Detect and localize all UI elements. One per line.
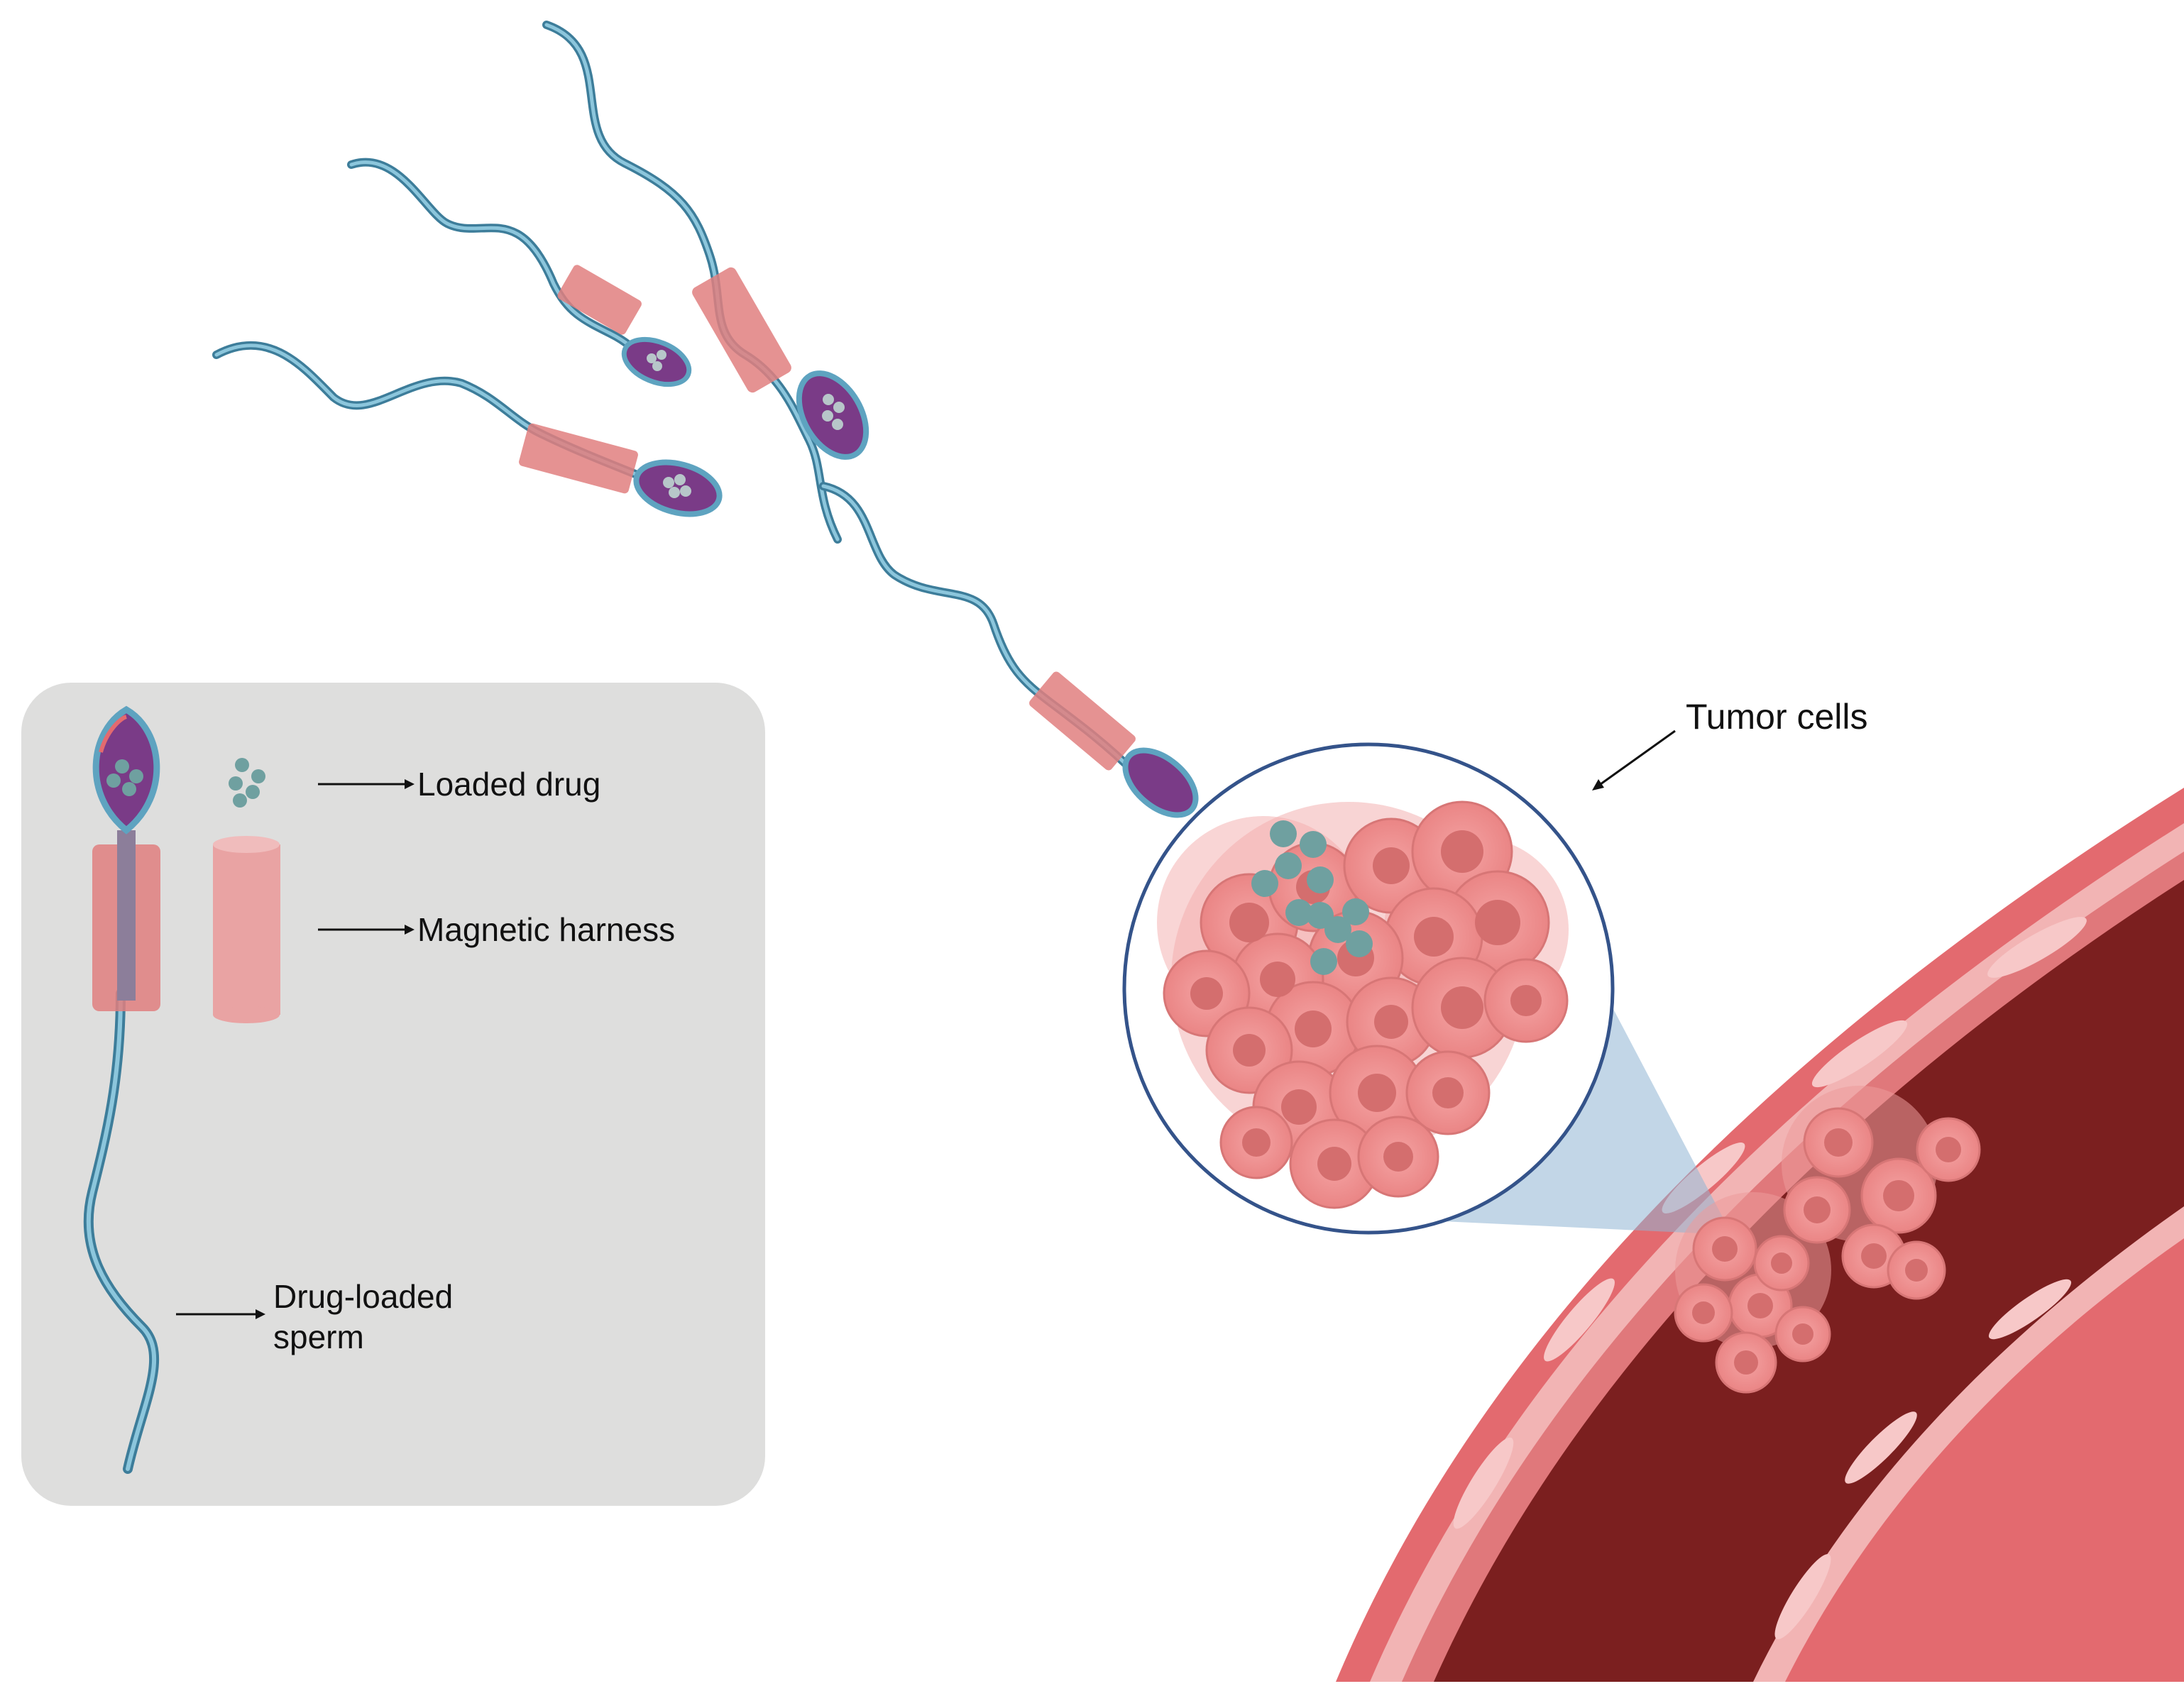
magnetic-harness-label: Magnetic harness (417, 911, 675, 948)
tumor-cells-callout: Tumor cells (1592, 697, 1868, 791)
tumor-cluster-icon (1157, 800, 1569, 1209)
tumor-cells-label: Tumor cells (1686, 697, 1868, 737)
loaded-drug-label: Loaded drug (417, 766, 600, 803)
magnifier-circle-icon (1122, 742, 1615, 1235)
sperm-bot-3 (212, 341, 723, 517)
endothelial-cells (1453, 917, 2087, 1639)
legend-arrows (176, 779, 415, 1319)
drug-loaded-sperm-label-line2: sperm (273, 1318, 364, 1355)
drug-particles-icon (229, 758, 265, 808)
drug-loaded-sperm-label-line1: Drug-loaded (273, 1278, 453, 1315)
sperm-icon (83, 705, 160, 1474)
sperm-bot-1 (542, 21, 869, 544)
vessel-tumor-cluster-icon (1674, 1086, 1981, 1394)
sperm-bot-4 (819, 482, 1199, 818)
sperm-bot-2 (347, 158, 692, 387)
released-drug-particles (1251, 820, 1373, 975)
harness-cylinder-icon (213, 836, 280, 1023)
legend-panel: Loaded drug Magnetic harness Drug-loaded… (21, 683, 765, 1506)
